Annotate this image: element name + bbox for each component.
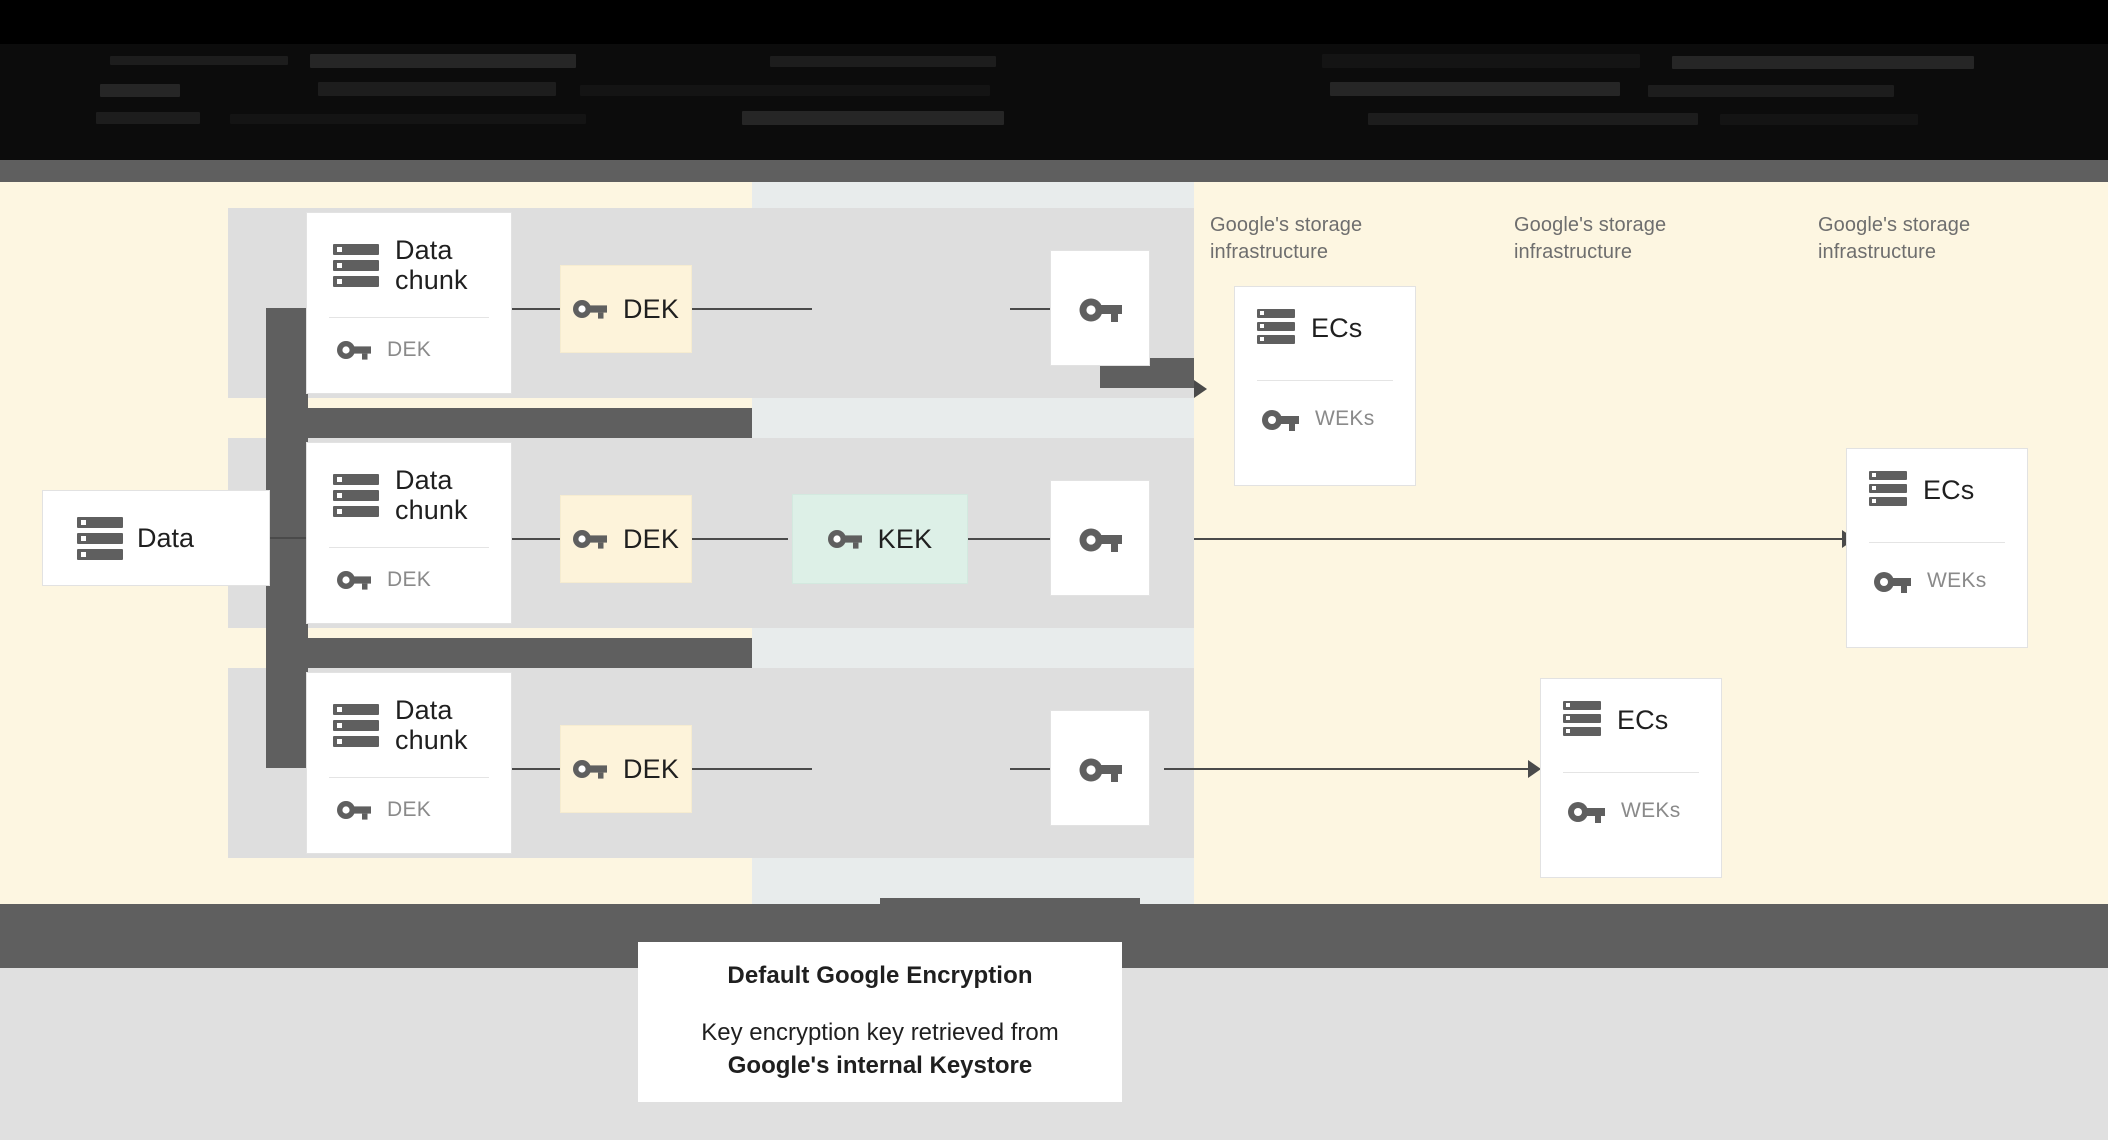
box-label: DEK — [622, 293, 680, 324]
card-data-chunk-1[interactable]: Data chunk DEK — [306, 212, 512, 394]
line-chunk2-to-dek2 — [512, 538, 560, 540]
line-wrapped2-to-ec-right — [1194, 538, 1844, 540]
key-icon — [572, 529, 607, 549]
card-key-label: WEKs — [1621, 799, 1681, 822]
card-divider — [329, 317, 489, 319]
key-icon — [572, 299, 607, 319]
server-icon — [1257, 309, 1295, 348]
card-key-label: WEKs — [1315, 407, 1375, 430]
caption-heading: Default Google Encryption — [727, 961, 1033, 989]
server-icon — [333, 473, 379, 517]
key-icon — [1078, 524, 1122, 552]
card-title-label: Data chunk — [395, 465, 468, 526]
box-wrapped-key-2[interactable] — [1050, 480, 1150, 596]
card-divider — [1563, 772, 1699, 773]
card-data-title: Data — [137, 522, 195, 553]
box-dek-1[interactable]: DEK — [560, 265, 692, 353]
line-chunk1-to-dek1 — [512, 308, 560, 310]
card-divider — [1257, 380, 1393, 381]
top-rail — [0, 160, 2108, 182]
line-kek-to-wrapped — [968, 538, 1052, 540]
line-dek2-to-kek — [692, 538, 788, 540]
key-icon — [1078, 294, 1122, 322]
arrow-to-ec-3 — [1528, 760, 1541, 778]
line-data-to-trunk — [230, 537, 350, 539]
card-title-label: ECs — [1311, 313, 1363, 344]
card-data-chunk-3[interactable]: Data chunk DEK — [306, 672, 512, 854]
line-dek3-to-kek — [692, 768, 812, 770]
card-key-label: DEK — [387, 338, 432, 362]
caption-body: Key encryption key retrieved from Google… — [701, 1016, 1058, 1082]
arrow-to-ec-1 — [1194, 380, 1207, 398]
card-title-label: Data chunk — [395, 695, 468, 756]
caption-body-line2: Google's internal Keystore — [727, 1052, 1033, 1079]
split-branch-1 — [266, 408, 752, 438]
box-dek-3[interactable]: DEK — [560, 725, 692, 813]
server-icon — [77, 516, 123, 560]
card-key-label: DEK — [387, 568, 432, 592]
card-key-label: WEKs — [1927, 569, 1987, 592]
server-icon — [1563, 701, 1601, 740]
card-key-label: DEK — [387, 798, 432, 822]
key-icon — [337, 800, 371, 821]
caption-body-line1: Key encryption key retrieved from — [701, 1018, 1059, 1046]
wrapped-key-bar-2 — [880, 898, 1140, 908]
line-dek1-to-kek — [692, 308, 812, 310]
key-icon — [572, 759, 607, 779]
card-ecs-3[interactable]: ECs WEKs — [1846, 448, 2028, 648]
card-ecs-1[interactable]: ECs WEKs — [1234, 286, 1416, 486]
key-icon — [1078, 754, 1122, 782]
line-chunk3-to-dek3 — [512, 768, 560, 770]
key-icon — [1261, 407, 1299, 431]
key-icon — [337, 340, 371, 361]
key-icon — [1873, 569, 1911, 593]
card-divider — [1869, 542, 2005, 543]
key-icon — [337, 570, 371, 591]
box-dek-2[interactable]: DEK — [560, 495, 692, 583]
box-kek[interactable]: KEK — [792, 494, 968, 584]
card-title-label: Data chunk — [395, 235, 468, 296]
card-ecs-2[interactable]: ECs WEKs — [1540, 678, 1722, 878]
card-title-label: ECs — [1923, 475, 1975, 506]
card-divider — [329, 547, 489, 549]
box-label: KEK — [877, 523, 933, 554]
storage-label-1: Google's storage infrastructure — [1210, 214, 1363, 263]
box-label: DEK — [622, 753, 680, 784]
key-icon — [1567, 799, 1605, 823]
card-data[interactable]: Data — [42, 490, 270, 586]
line-to-wrapped-3 — [1010, 768, 1052, 770]
card-title-label: ECs — [1617, 705, 1669, 736]
storage-label-2: Google's storage infrastructure — [1514, 214, 1667, 263]
server-icon — [1869, 471, 1907, 510]
key-icon — [827, 529, 862, 549]
line-to-wrapped-1 — [1010, 308, 1052, 310]
box-label: DEK — [622, 523, 680, 554]
server-icon — [333, 703, 379, 747]
caption-panel: Default Google Encryption Key encryption… — [638, 942, 1122, 1102]
card-data-chunk-2[interactable]: Data chunk DEK — [306, 442, 512, 624]
split-branch-2 — [266, 638, 752, 668]
server-icon — [333, 243, 379, 287]
storage-label-3: Google's storage infrastructure — [1818, 214, 1971, 263]
obscured-header-text-area — [0, 44, 2108, 160]
box-wrapped-key-3[interactable] — [1050, 710, 1150, 826]
line-wrapped3-to-ec3 — [1164, 768, 1530, 770]
box-wrapped-key-1[interactable] — [1050, 250, 1150, 366]
card-divider — [329, 777, 489, 779]
